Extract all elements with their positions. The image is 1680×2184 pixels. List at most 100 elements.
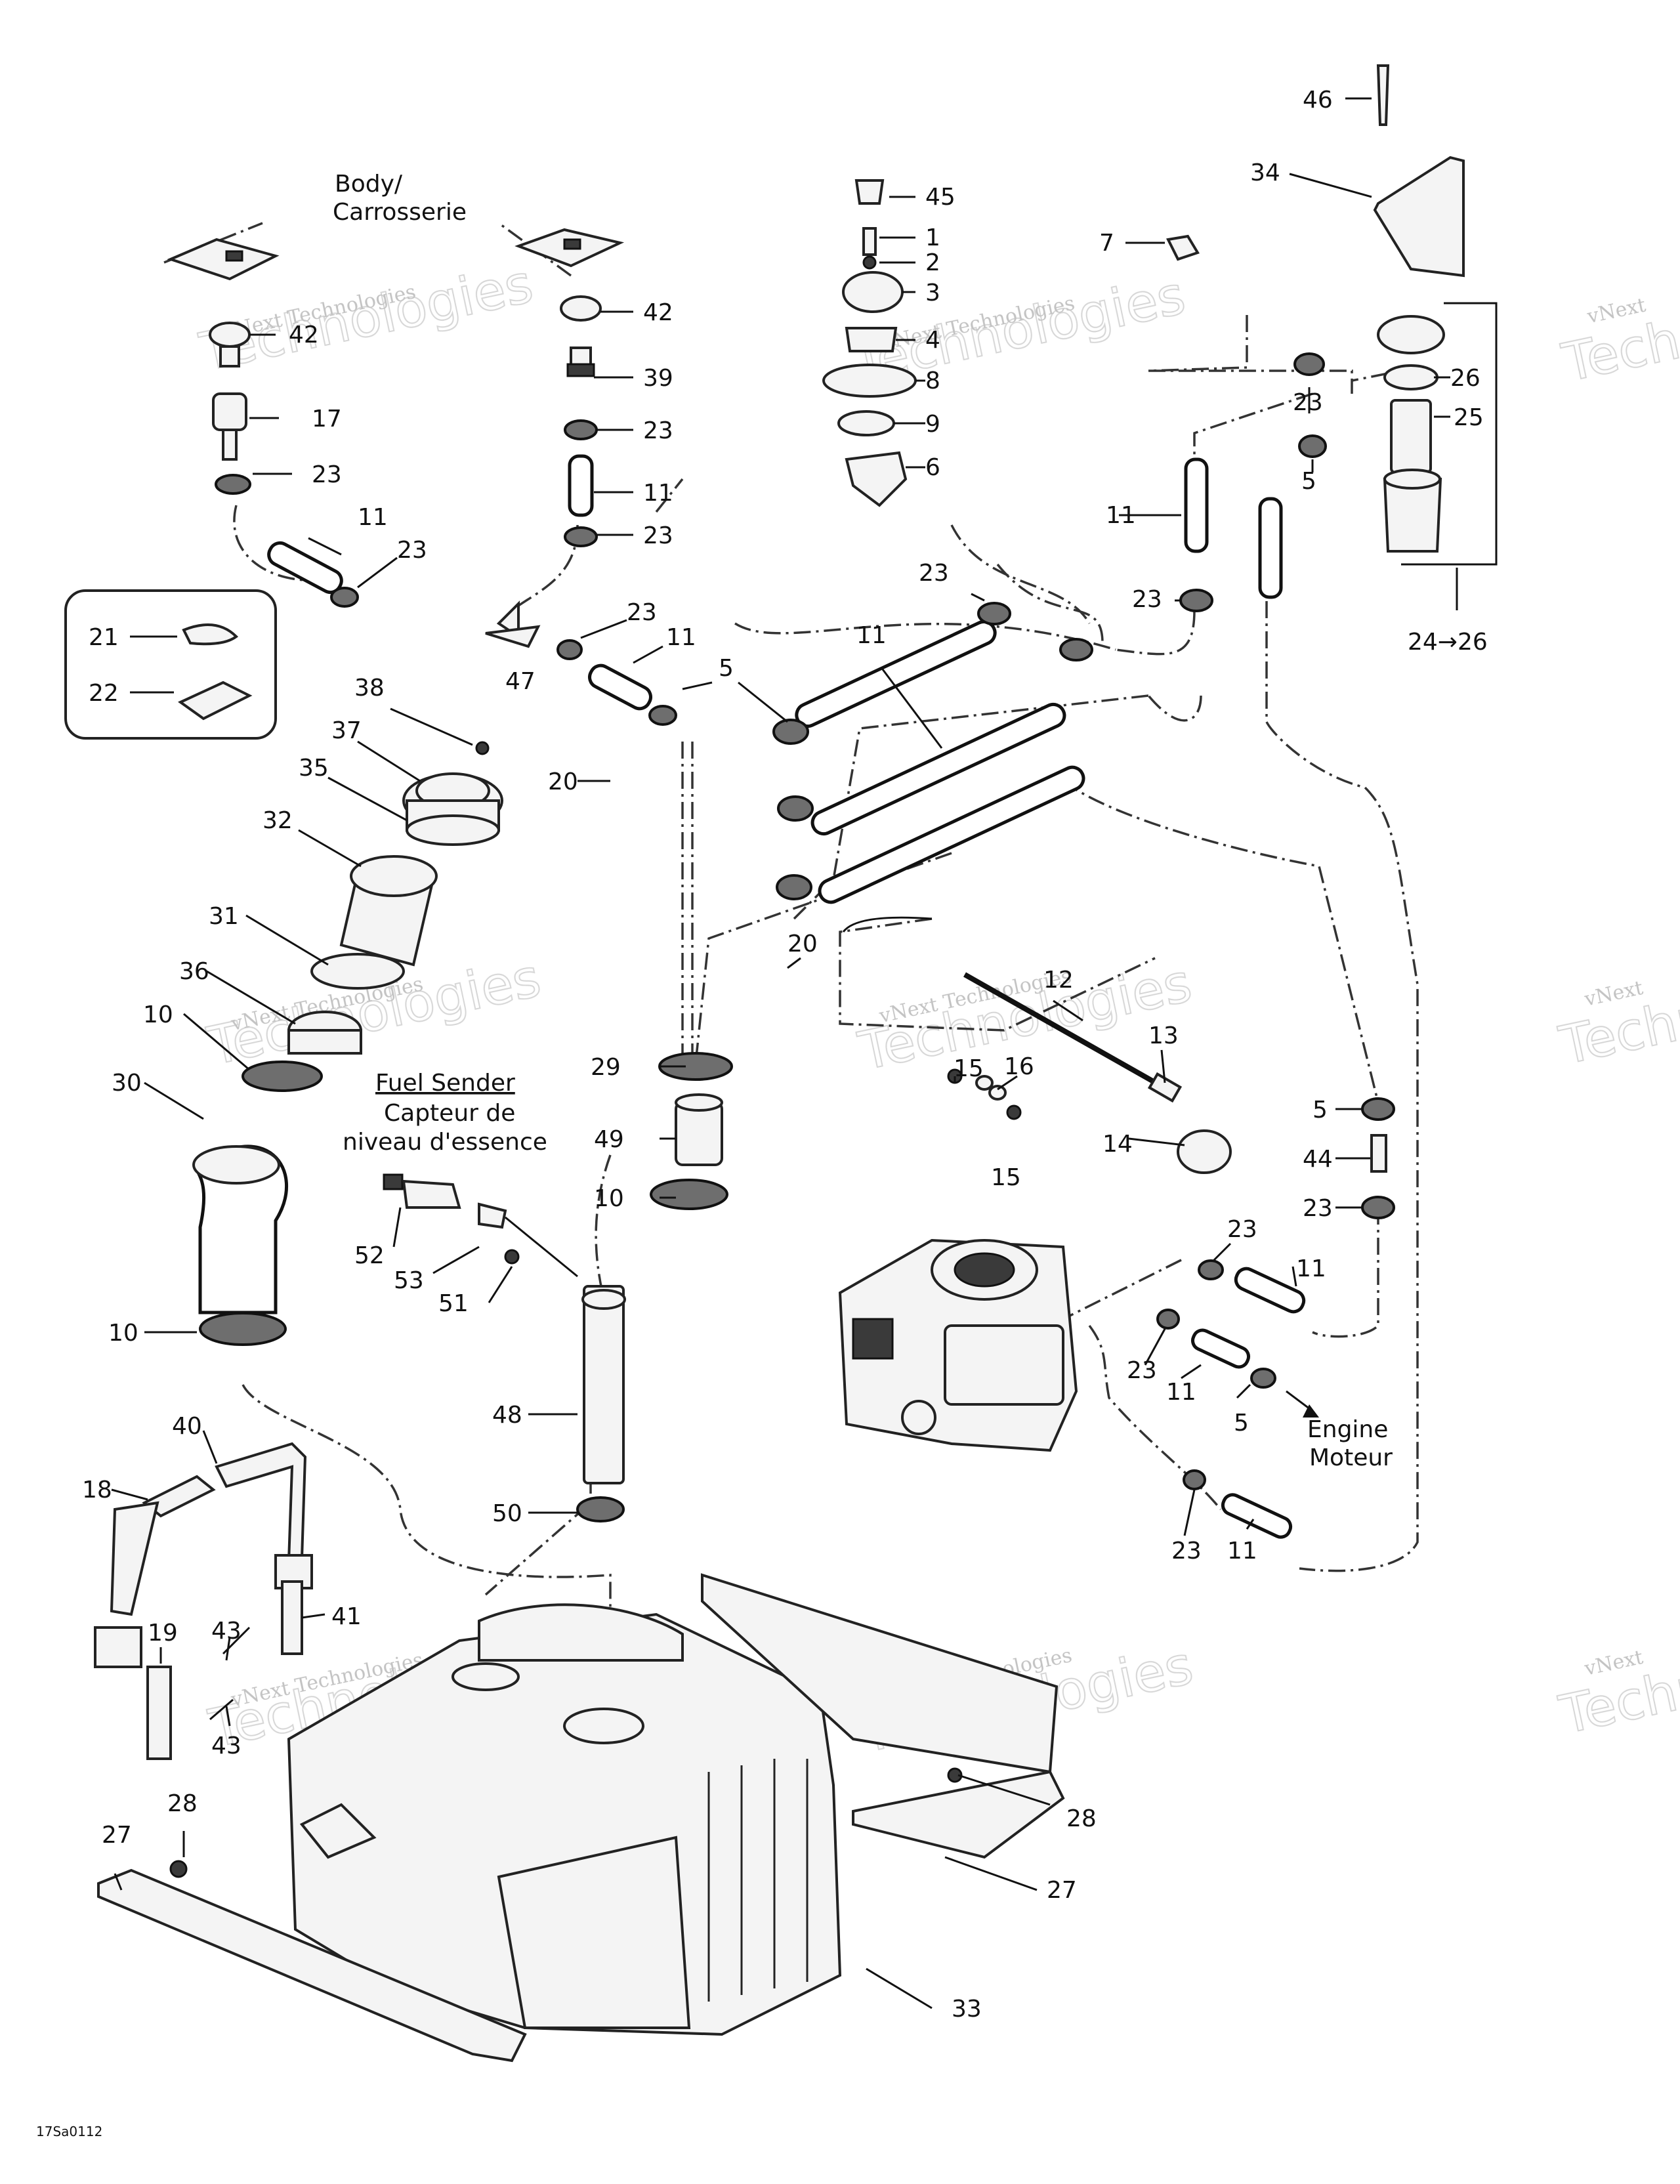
callout-11: 11 <box>856 622 887 649</box>
callout-17: 17 <box>312 406 342 432</box>
callout-23: 23 <box>1227 1216 1257 1243</box>
callout-32: 32 <box>262 807 293 834</box>
fuel-sender-label: Fuel Sender <box>375 1070 515 1097</box>
callout-35: 35 <box>299 755 329 782</box>
vent-fitting-left <box>209 322 359 608</box>
callout-26: 26 <box>1450 365 1480 392</box>
callout-23: 23 <box>643 522 673 549</box>
body-pad-left <box>167 238 280 281</box>
callout-11: 11 <box>643 480 673 507</box>
fuel-filter-assembly <box>1166 64 1498 566</box>
callout-27: 27 <box>1047 1877 1077 1904</box>
hose-clamp <box>242 1060 323 1092</box>
callout-23: 23 <box>1293 389 1323 416</box>
capteur-label: Capteur de <box>384 1100 515 1127</box>
callout-15: 15 <box>954 1055 984 1082</box>
callout-19: 19 <box>148 1620 178 1647</box>
callout-11: 11 <box>1227 1538 1257 1564</box>
callout-5: 5 <box>719 655 734 682</box>
callout-38: 38 <box>354 675 385 702</box>
callout-33: 33 <box>952 1996 982 2023</box>
callout-40: 40 <box>172 1413 202 1440</box>
callout-1: 1 <box>925 224 940 251</box>
fuel-tank <box>287 1603 842 2036</box>
callout-9: 9 <box>925 411 940 438</box>
callout-43: 43 <box>211 1732 242 1759</box>
support-rails <box>97 1573 1065 2063</box>
body-pad-slot <box>563 238 581 250</box>
callout-5: 5 <box>1301 468 1316 495</box>
filler-assembly <box>192 741 503 1346</box>
callout-numbers: 46 34 7 45 1 2 3 4 8 9 6 42 42 39 17 23 … <box>82 87 1488 2023</box>
callout-10: 10 <box>143 1001 173 1028</box>
callout-20: 20 <box>548 768 578 795</box>
connector <box>219 345 240 368</box>
callout-25: 25 <box>1454 404 1484 431</box>
body-mounts: Body/ Carrosserie <box>167 171 625 281</box>
inset-frame <box>64 589 277 740</box>
callout-6: 6 <box>925 454 940 481</box>
right-hoses <box>1179 352 1327 612</box>
tether-pin <box>475 741 490 755</box>
callout-7: 7 <box>1099 230 1114 257</box>
callout-27: 27 <box>102 1822 132 1849</box>
vent-hose <box>267 541 343 595</box>
grommet <box>209 322 251 348</box>
callout-52: 52 <box>354 1242 385 1269</box>
callout-41: 41 <box>331 1603 362 1630</box>
callout-42-right: 42 <box>643 299 673 326</box>
callout-46: 46 <box>1303 87 1333 114</box>
figure-code: 17Sa0112 <box>36 2124 102 2139</box>
callout-45: 45 <box>925 184 956 211</box>
callout-44: 44 <box>1303 1146 1333 1173</box>
callout-28: 28 <box>167 1790 198 1817</box>
callout-23: 23 <box>627 599 657 626</box>
nozzle <box>222 429 238 461</box>
hose-clamp <box>215 474 251 495</box>
sender-tube <box>583 1285 625 1484</box>
watermark: Technologies <box>1555 1616 1680 1746</box>
vent-fitting-right <box>560 295 602 547</box>
callout-20: 20 <box>788 931 818 957</box>
callout-23: 23 <box>312 461 342 488</box>
callout-39: 39 <box>643 365 673 392</box>
callout-23: 23 <box>1127 1357 1157 1384</box>
callout-36: 36 <box>179 958 209 985</box>
right-fittings <box>1361 1097 1395 1219</box>
callout-4: 4 <box>925 327 940 354</box>
watermark: Technologies <box>1555 946 1680 1076</box>
main-hoses <box>772 602 1093 904</box>
body-label: Body/ <box>335 171 403 198</box>
callout-2: 2 <box>925 249 940 276</box>
callout-22: 22 <box>89 680 119 707</box>
callout-34: 34 <box>1250 159 1280 186</box>
watermark: Technologies <box>1557 264 1680 394</box>
callout-48: 48 <box>492 1402 522 1429</box>
callout-47: 47 <box>505 668 536 695</box>
y-fitting <box>485 600 677 726</box>
callout-11: 11 <box>666 624 696 651</box>
callout-28: 28 <box>1066 1805 1097 1832</box>
callout-23: 23 <box>643 417 673 444</box>
check-valve <box>212 392 247 431</box>
callout-24-26: 24→26 <box>1408 629 1488 656</box>
callout-3: 3 <box>925 280 940 306</box>
filter-bracket <box>1373 156 1465 278</box>
callout-23: 23 <box>1132 586 1162 613</box>
callout-11: 11 <box>1106 502 1136 529</box>
callout-30: 30 <box>112 1070 142 1097</box>
callout-14: 14 <box>1102 1131 1133 1158</box>
tie-mount <box>178 681 253 721</box>
callout-11: 11 <box>1166 1379 1196 1406</box>
carburetor: Engine Moteur <box>838 1238 1393 1539</box>
moteur-label: Moteur <box>1309 1444 1393 1471</box>
callout-5: 5 <box>1312 1097 1328 1124</box>
choke-cable <box>842 916 1232 1174</box>
callout-23: 23 <box>919 560 949 587</box>
callout-31: 31 <box>209 903 239 930</box>
callout-10: 10 <box>108 1320 138 1347</box>
inset-ties <box>64 589 277 740</box>
callout-13: 13 <box>1148 1022 1179 1049</box>
callout-21: 21 <box>89 624 119 651</box>
